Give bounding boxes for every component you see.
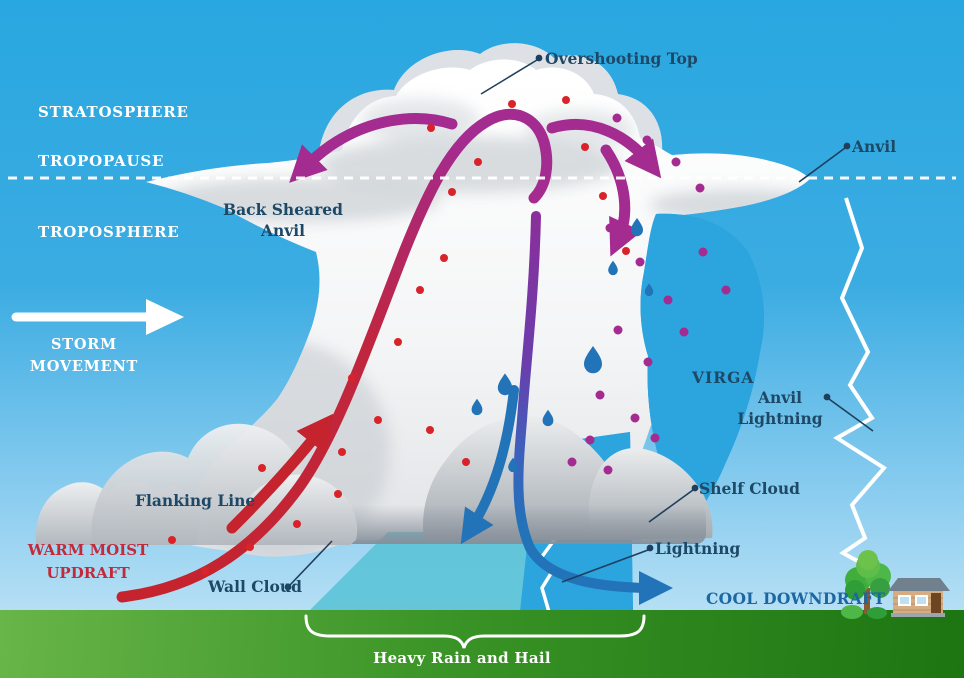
label-flanking-line: Flanking Line [135, 491, 256, 510]
anvil-outflow-arrow [546, 118, 662, 179]
label-storm-movement: STORM MOVEMENT [29, 336, 139, 375]
label-virga: VIRGA [692, 368, 755, 387]
anvil-lightning-bolt [833, 197, 888, 593]
label-lightning: Lightning [655, 539, 741, 558]
label-warm-moist-updraft: WARM MOIST UPDRAFT [27, 541, 149, 582]
flow-arrows [116, 108, 674, 605]
label-cool-downdraft: COOL DOWNDRAFT [706, 589, 886, 608]
label-anvil: Anvil [852, 137, 897, 156]
rain-drops-blue [471, 218, 654, 473]
label-shelf-cloud: Shelf Cloud [699, 479, 800, 498]
house-door [931, 593, 941, 614]
label-heavy-rain-and-hail: Heavy Rain and Hail [373, 649, 551, 667]
warm-updraft-main [116, 108, 553, 603]
hail-dots-magenta [567, 113, 731, 475]
hail-dots-red [168, 96, 630, 575]
back-sheared-arrow [289, 113, 458, 183]
label-stratosphere: STRATOSPHERE [38, 103, 189, 121]
label-wall-cloud: Wall Cloud [208, 577, 302, 596]
virga-rain-area [640, 213, 764, 518]
label-tropopause: TROPOPAUSE [38, 152, 165, 170]
tree [841, 550, 891, 619]
left-downdraft-arrow [460, 385, 519, 545]
heavy-rain-brace [304, 614, 646, 649]
label-back-sheared-anvil: Back Sheared Anvil [223, 200, 343, 240]
warm-updraft-branch-arrow [226, 413, 334, 534]
label-overshooting-top: Overshooting Top [545, 49, 698, 68]
anvil-down-branch-arrow [600, 144, 643, 257]
house [888, 578, 950, 617]
ground [0, 610, 964, 678]
label-troposphere: TROPOSPHERE [38, 223, 180, 241]
core-downdraft-arrow [513, 211, 674, 605]
label-anvil-lightning: Anvil Lightning [737, 388, 823, 428]
storm-movement-arrow [11, 299, 184, 335]
annotation-pointers [284, 54, 874, 591]
